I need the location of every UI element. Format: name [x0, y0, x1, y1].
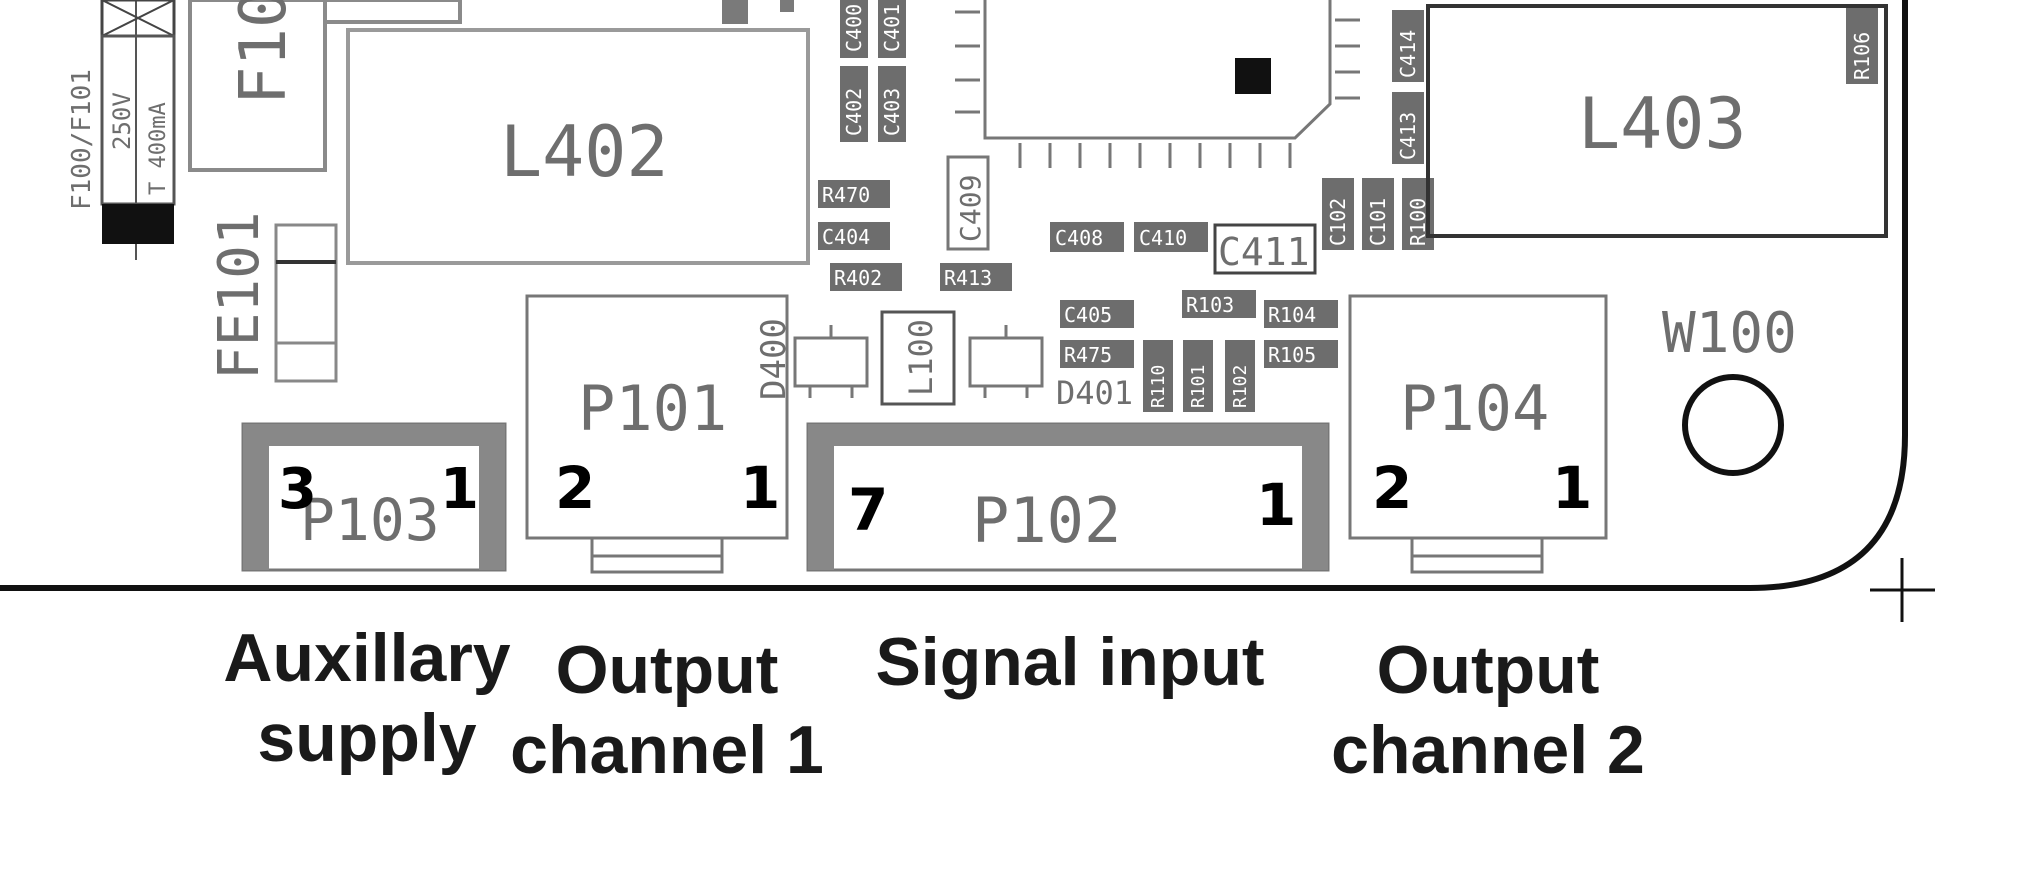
c401-label: C401	[880, 4, 904, 52]
fuse-f100-f101: F100/F101 250V T 400mA	[67, 0, 176, 260]
r413-label: R413	[944, 266, 992, 290]
r104-label: R104	[1268, 303, 1316, 327]
c411-label: C411	[1218, 230, 1310, 274]
p101-pin-left: 2	[555, 454, 595, 522]
p103-pin-right: 1	[440, 457, 479, 522]
l403-outline	[1426, 4, 1888, 238]
caption-auxiliary-line1: Auxillary	[223, 620, 511, 696]
p103-label: P103	[300, 486, 440, 554]
r402-label: R402	[834, 266, 882, 290]
c409-label: C409	[954, 175, 987, 242]
l402-label: L402	[500, 111, 669, 193]
caption-auxiliary-line2: supply	[257, 700, 477, 776]
c409-outline	[946, 155, 990, 251]
fe101-part	[274, 223, 338, 383]
caption-auxiliary-supply: Auxillary supply	[212, 618, 522, 778]
r110-label: R110	[1148, 365, 1169, 408]
c400-label: C400	[842, 4, 866, 52]
p101-pin-right: 1	[740, 454, 780, 522]
l403-label: L403	[1578, 83, 1747, 165]
c411-outline	[1213, 223, 1317, 275]
r103-label: R103	[1186, 293, 1234, 317]
fuse-voltage-label: 250V	[108, 92, 136, 150]
c410-label: C410	[1139, 226, 1187, 250]
l402-outline	[346, 28, 810, 265]
p103-pin-left: 3	[278, 457, 317, 522]
caption-output2-line2: channel 2	[1331, 712, 1645, 788]
p104-pin-left: 2	[1372, 454, 1412, 522]
connector-p103	[241, 422, 507, 572]
w100-label: W100	[1662, 301, 1797, 366]
caption-signal-input: Signal input	[845, 622, 1295, 702]
ic-package	[955, 0, 1360, 168]
p102-label: P102	[972, 484, 1121, 557]
caption-signal-line1: Signal input	[875, 624, 1265, 700]
c405-label: C405	[1064, 303, 1112, 327]
connector-p102	[806, 422, 1330, 572]
p104-label: P104	[1400, 372, 1549, 445]
w100-mounting-hole	[1682, 374, 1784, 476]
cap-column: C400 C401 C402 C403	[840, 0, 906, 142]
c404-label: C404	[822, 225, 870, 249]
c408-label: C408	[1055, 226, 1103, 250]
c102-label: C102	[1326, 198, 1350, 246]
board-outline	[0, 0, 1908, 591]
sot23-left	[793, 325, 869, 398]
connector-p101	[525, 294, 789, 574]
p102-pin-left: 7	[848, 476, 888, 544]
c101-label: C101	[1366, 198, 1390, 246]
f10-label: F10	[227, 0, 301, 105]
p102-pin-right: 1	[1256, 471, 1296, 539]
fuse-ref-label: F100/F101	[67, 69, 97, 210]
caption-output1-line1: Output	[555, 632, 779, 708]
top-part-outline	[323, 0, 462, 24]
caption-output-channel-2: Output channel 2	[1318, 630, 1658, 790]
r101-label: R101	[1188, 365, 1209, 408]
origin-crosshair	[1870, 558, 1935, 622]
r102-label: R102	[1230, 365, 1251, 408]
fuse-current-label: T 400mA	[146, 102, 171, 195]
p101-label: P101	[578, 372, 727, 445]
ic-pin1-marker	[1235, 58, 1271, 94]
f10-outline	[188, 0, 327, 172]
r106-label: R106	[1850, 32, 1874, 80]
fe101-label: FE101	[207, 211, 272, 380]
r475-label: R475	[1064, 343, 1112, 367]
c403-label: C403	[880, 88, 904, 136]
p104-pin-right: 1	[1552, 454, 1592, 522]
c402-label: C402	[842, 88, 866, 136]
r470-label: R470	[822, 183, 870, 207]
caption-output-channel-1: Output channel 1	[497, 630, 837, 790]
l100-label: L100	[902, 319, 940, 396]
d400-label: D400	[754, 318, 794, 400]
l100-outline	[880, 310, 956, 406]
d401-label: D401	[1056, 374, 1133, 412]
sot23-right	[968, 325, 1044, 398]
c414-label: C414	[1396, 30, 1420, 78]
caption-output1-line2: channel 1	[510, 712, 824, 788]
connector-p104	[1348, 294, 1608, 574]
r105-label: R105	[1268, 343, 1316, 367]
c413-label: C413	[1396, 112, 1420, 160]
caption-output2-line1: Output	[1376, 632, 1600, 708]
